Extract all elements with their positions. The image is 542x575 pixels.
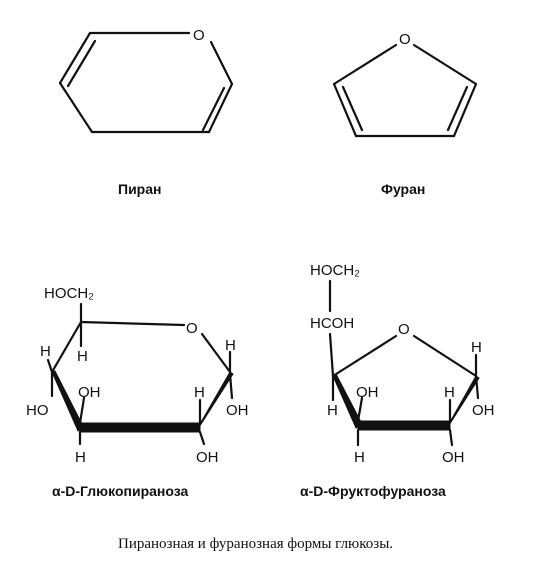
furan-oxygen: O xyxy=(399,31,411,48)
fructose-hcoh-c4-bond xyxy=(328,332,335,378)
glucose-h-c4-top: H xyxy=(40,343,51,360)
glucose-c5-c4-bond xyxy=(50,320,83,374)
furan-bond-o-right xyxy=(412,43,478,86)
fructose-ring-oxygen: O xyxy=(398,321,410,338)
glucose-c1-oh-bond xyxy=(228,372,234,400)
glucose-c5-o-bond xyxy=(79,320,186,327)
glucose-c3-oh-bond xyxy=(78,396,86,425)
fructose-h-c2-side: H xyxy=(444,384,455,401)
fructose-c4-o-bond xyxy=(331,334,398,378)
figure-caption: Пиранозная и фуранозная формы глюкозы. xyxy=(118,536,393,552)
fructose-o-c1-bond xyxy=(412,334,478,378)
glucose-ring-oxygen: O xyxy=(186,320,198,337)
glucose-oh-c1: OH xyxy=(226,402,249,419)
fructose-bottom-thick-bond xyxy=(357,420,451,431)
pyran-bond-right xyxy=(207,82,234,134)
furan-bond-left-inner xyxy=(341,85,364,132)
fructose-h-c4: H xyxy=(327,402,338,419)
glucose-ho-c4: HO xyxy=(26,402,49,419)
fructose-h-c3: H xyxy=(354,449,365,466)
fructose-c2-oh-bond xyxy=(448,428,454,447)
fructofuranose-structure: HOCH₂ HCOH O H OH H OH H H OH α-D-Фрукто… xyxy=(300,262,495,499)
glucose-oh-c2: OH xyxy=(196,449,219,466)
pyran-bond-left-lower xyxy=(58,81,94,134)
glucose-c4-h-bond xyxy=(46,358,54,374)
fructose-oh-c2: OH xyxy=(442,449,465,466)
furan-bond-right xyxy=(452,82,478,138)
glucose-h-c1: H xyxy=(225,337,236,354)
pyran-structure: O Пиран xyxy=(58,27,234,197)
fructose-h-c1: H xyxy=(471,339,482,356)
fructose-c3-oh-bond xyxy=(356,396,364,423)
glucopyranose-label: α-D-Глюкопираноза xyxy=(52,483,189,499)
glucose-ch2oh-label: HOCH₂ xyxy=(44,285,94,302)
fructose-wedge-right xyxy=(445,375,480,431)
furan-bond-o-left xyxy=(332,43,398,86)
glucose-o-c1-bond xyxy=(200,332,232,374)
glucose-c2-oh-bond xyxy=(198,430,206,446)
glucose-h-c3: H xyxy=(75,449,86,466)
furan-bond-left xyxy=(332,82,358,138)
pyran-label: Пиран xyxy=(118,181,161,197)
fructofuranose-label: α-D-Фруктофураноза xyxy=(300,483,446,499)
furan-label: Фуран xyxy=(381,181,425,197)
pyran-bond-right-inner xyxy=(201,86,226,132)
furan-bond-right-inner xyxy=(446,85,469,132)
glucose-oh-c3: OH xyxy=(78,384,101,401)
glucose-h-c2: H xyxy=(194,384,205,401)
pyran-bond-left-upper xyxy=(58,31,92,85)
pyran-oxygen: O xyxy=(193,27,205,44)
furan-structure: O Фуран xyxy=(332,31,478,197)
fructose-hcoh: HCOH xyxy=(310,315,354,332)
fructose-oh-c3: OH xyxy=(356,384,379,401)
glucose-h-c5: H xyxy=(77,348,88,365)
glucose-bottom-thick-bond xyxy=(79,422,201,433)
glucopyranose-structure: HOCH₂ O H H HO OH H H OH H OH H α-D-Глюк… xyxy=(26,285,249,499)
pyran-bond-o-right xyxy=(209,40,234,86)
pyran-bond-left-inner xyxy=(66,39,97,88)
fructose-ch2oh-top: HOCH₂ xyxy=(310,262,360,279)
fructose-oh-c1: OH xyxy=(472,402,495,419)
